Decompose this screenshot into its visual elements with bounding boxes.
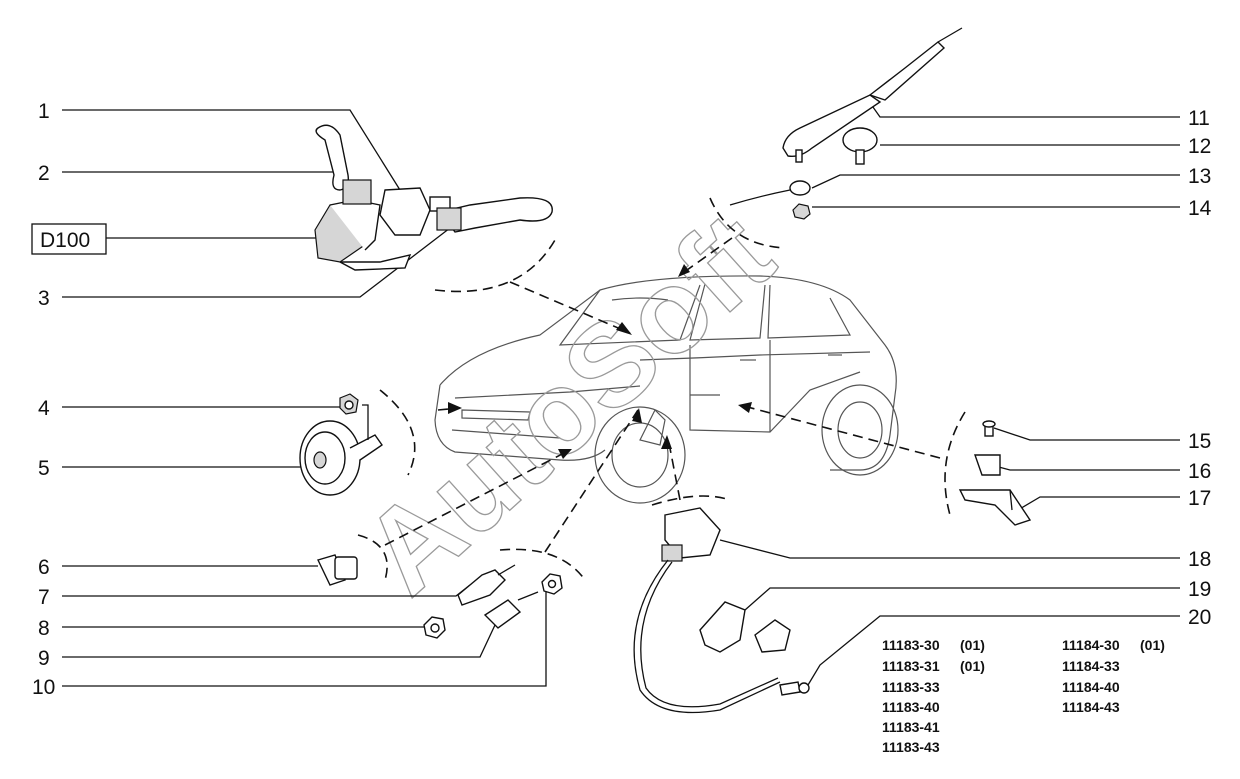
horn bbox=[299, 393, 383, 496]
callout-16: 16 bbox=[1188, 460, 1211, 483]
model-code: 11183-30 bbox=[882, 637, 940, 653]
steering-switch-assembly bbox=[314, 124, 553, 271]
callout-1: 1 bbox=[38, 100, 50, 123]
callout-7: 7 bbox=[38, 586, 50, 609]
model-code-suffix: (01) bbox=[1140, 637, 1165, 653]
callout-4: 4 bbox=[38, 397, 50, 420]
model-codes-left: 11183-30 11183-31 11183-33 11183-40 1118… bbox=[882, 637, 985, 755]
callout-14: 14 bbox=[1188, 197, 1212, 220]
model-code: 11183-33 bbox=[882, 679, 940, 695]
callout-11: 11 bbox=[1188, 107, 1210, 130]
door-bracket bbox=[958, 420, 1032, 526]
model-code: 11184-33 bbox=[1062, 658, 1120, 674]
model-code-suffix: (01) bbox=[960, 637, 985, 653]
watermark: AutoSoft bbox=[339, 188, 797, 619]
callout-d100-box bbox=[31, 223, 107, 255]
model-code: 11184-40 bbox=[1062, 679, 1120, 695]
model-code: 11183-41 bbox=[882, 719, 940, 735]
model-code: 11184-30 bbox=[1062, 637, 1120, 653]
callout-19: 19 bbox=[1188, 578, 1211, 601]
callout-2: 2 bbox=[38, 162, 50, 185]
antenna-assembly bbox=[729, 27, 963, 220]
callout-5: 5 bbox=[38, 457, 50, 480]
callout-20: 20 bbox=[1188, 606, 1211, 629]
callout-13: 13 bbox=[1188, 165, 1211, 188]
sensors-group bbox=[317, 554, 563, 639]
callout-15: 15 bbox=[1188, 430, 1211, 453]
model-code: 11183-43 bbox=[882, 739, 940, 755]
model-code-suffix: (01) bbox=[960, 658, 985, 674]
sensor-cable-assembly bbox=[633, 507, 810, 714]
callout-labels: 1 2 D100 3 4 5 6 7 8 9 10 11 12 13 14 15… bbox=[31, 100, 1212, 699]
callout-d100: D100 bbox=[40, 229, 90, 252]
model-code: 11184-43 bbox=[1062, 699, 1120, 715]
callout-6: 6 bbox=[38, 556, 50, 579]
callout-17: 17 bbox=[1188, 487, 1211, 510]
model-code: 11183-31 bbox=[882, 658, 940, 674]
arrowheads bbox=[448, 264, 752, 459]
callout-8: 8 bbox=[38, 617, 50, 640]
callout-10: 10 bbox=[32, 676, 55, 699]
callout-3: 3 bbox=[38, 287, 50, 310]
callout-18: 18 bbox=[1188, 548, 1211, 571]
callout-12: 12 bbox=[1188, 135, 1211, 158]
model-code: 11183-40 bbox=[882, 699, 940, 715]
car-body bbox=[434, 275, 899, 504]
model-codes-right: 11184-30 11184-33 11184-40 11184-43 (01) bbox=[1062, 637, 1165, 715]
callout-9: 9 bbox=[38, 647, 50, 670]
